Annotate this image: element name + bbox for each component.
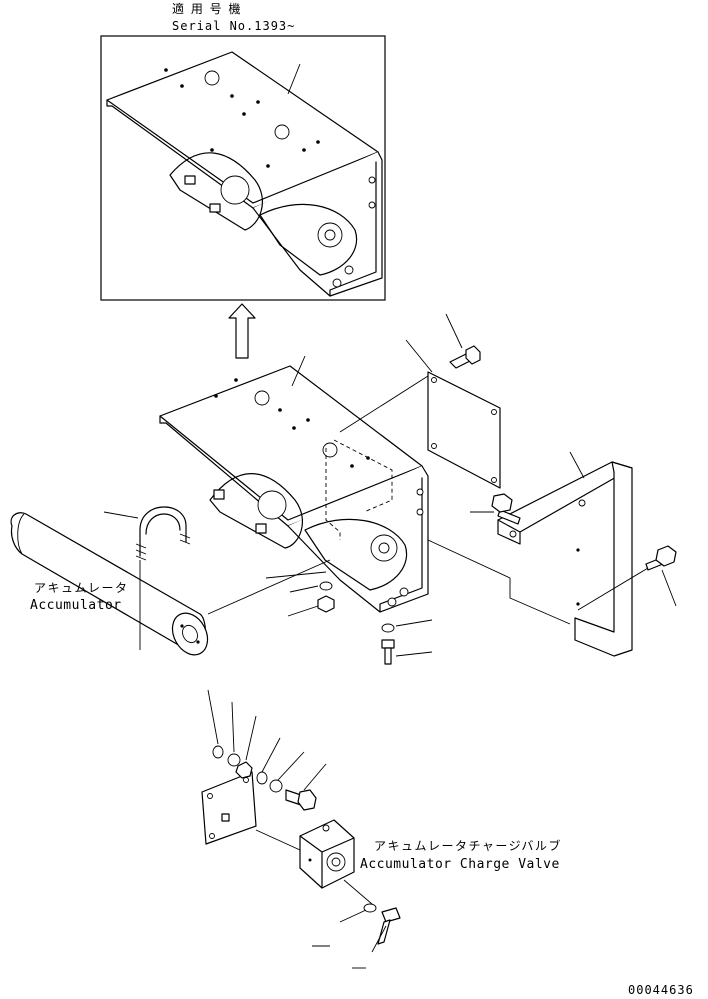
accumulator-label-en: Accumulator [30, 598, 122, 613]
cover-plate-drawing [339, 313, 501, 489]
drawing-number: 00044636 [628, 983, 694, 997]
fastener-group [265, 571, 433, 665]
inset-bracket-drawing [106, 51, 383, 297]
charge-valve-label-en: Accumulator Charge Valve [360, 857, 560, 872]
serial-number-label: Serial No.1393~ [172, 19, 295, 33]
accumulator-label-jp: アキュムレータ [34, 581, 129, 595]
charge-valve-label-jp: アキュムレータチャージバルブ [374, 838, 562, 853]
inset-panel: 適 用 号 機 Serial No.1393~ [100, 1, 386, 301]
applicability-label-jp: 適 用 号 機 [172, 1, 242, 16]
inset-frame [100, 35, 386, 301]
main-bracket-drawing [159, 355, 429, 613]
charge-valve-drawing: アキュムレータチャージバルブ Accumulator Charge Valve [201, 689, 562, 969]
accumulator-drawing: アキュムレータ Accumulator [10, 506, 331, 656]
bolt-icon [449, 345, 481, 369]
l-bracket-drawing [427, 451, 677, 657]
bolt-icon [491, 493, 521, 525]
arrow-up-icon [228, 303, 256, 359]
bolt-icon [645, 545, 677, 571]
